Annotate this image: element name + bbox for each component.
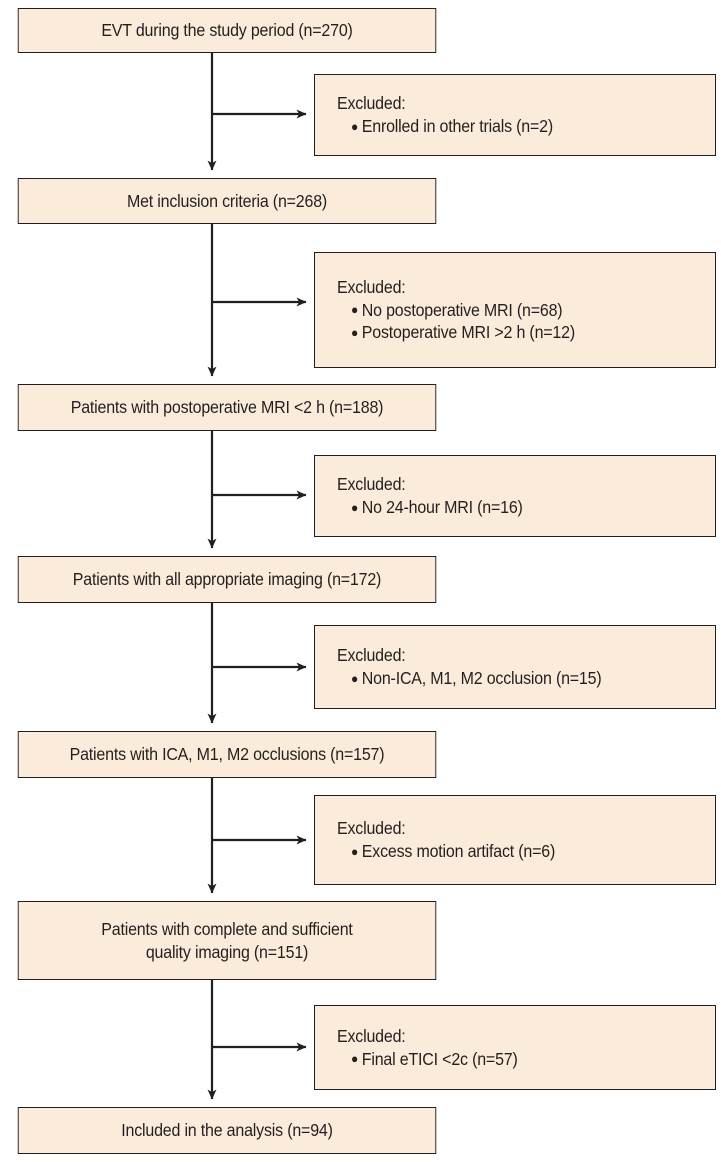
exclusion-title: Excluded: xyxy=(337,645,406,666)
node-label-line2: quality imaging (n=151) xyxy=(145,941,309,962)
bullet-icon: ● xyxy=(350,118,359,134)
exclusion-box-3: Excluded: ●No 24-hour MRI (n=16) xyxy=(314,455,716,537)
node-label: Met inclusion criteria (n=268) xyxy=(126,190,328,211)
node-label: Patients with all appropriate imaging (n… xyxy=(72,569,382,590)
bullet-icon: ● xyxy=(350,843,359,859)
exclusion-title: Excluded: xyxy=(337,818,406,839)
exclusion-item: ●No postoperative MRI (n=68) xyxy=(337,299,717,322)
exclusion-item-label: No postoperative MRI (n=68) xyxy=(361,299,563,320)
node-label: EVT during the study period (n=270) xyxy=(101,20,353,41)
exclusion-item: ●Enrolled in other trials (n=2) xyxy=(337,115,717,138)
bullet-icon: ● xyxy=(350,670,359,686)
exclusion-box-1: Excluded: ●Enrolled in other trials (n=2… xyxy=(314,74,716,156)
node-evt-cohort: EVT during the study period (n=270) xyxy=(17,8,437,53)
exclusion-item-label: Non-ICA, M1, M2 occlusion (n=15) xyxy=(361,668,602,688)
exclusion-box-2: Excluded: ●No postoperative MRI (n=68) ●… xyxy=(314,252,716,368)
node-complete-sufficient-quality: Patients with complete and sufficient qu… xyxy=(17,901,437,980)
node-label: Included in the analysis (n=94) xyxy=(121,1120,333,1141)
exclusion-item: ●Non-ICA, M1, M2 occlusion (n=15) xyxy=(337,667,717,690)
exclusion-title: Excluded: xyxy=(337,93,406,114)
exclusion-box-5: Excluded: ●Excess motion artifact (n=6) xyxy=(314,795,716,885)
node-label: Patients with postoperative MRI <2 h (n=… xyxy=(70,397,384,418)
node-label: Patients with ICA, M1, M2 occlusions (n=… xyxy=(69,744,385,765)
bullet-icon: ● xyxy=(350,302,359,318)
node-ica-m1-m2-occlusions: Patients with ICA, M1, M2 occlusions (n=… xyxy=(17,731,437,778)
exclusion-item: ●Postoperative MRI >2 h (n=12) xyxy=(337,321,717,344)
exclusion-title: Excluded: xyxy=(337,474,406,495)
exclusion-box-4: Excluded: ●Non-ICA, M1, M2 occlusion (n=… xyxy=(314,625,716,709)
exclusion-item-label: Enrolled in other trials (n=2) xyxy=(361,116,554,136)
exclusion-item: ●Excess motion artifact (n=6) xyxy=(337,840,717,863)
exclusion-title: Excluded: xyxy=(337,1025,406,1046)
exclusion-item: ●No 24-hour MRI (n=16) xyxy=(337,496,717,519)
exclusion-item-label: Postoperative MRI >2 h (n=12) xyxy=(361,322,575,343)
exclusion-item-label: No 24-hour MRI (n=16) xyxy=(361,497,523,517)
node-included-in-analysis: Included in the analysis (n=94) xyxy=(17,1107,437,1154)
bullet-icon: ● xyxy=(350,499,359,515)
node-all-appropriate-imaging: Patients with all appropriate imaging (n… xyxy=(17,556,437,603)
node-postop-mri: Patients with postoperative MRI <2 h (n=… xyxy=(17,384,437,431)
bullet-icon: ● xyxy=(350,1051,359,1066)
exclusion-title: Excluded: xyxy=(337,276,406,297)
node-met-inclusion: Met inclusion criteria (n=268) xyxy=(17,178,437,224)
bullet-icon: ● xyxy=(350,324,359,340)
exclusion-item: ●Final eTICI <2c (n=57) xyxy=(337,1048,717,1071)
exclusion-item-label: Final eTICI <2c (n=57) xyxy=(361,1048,518,1069)
exclusion-box-6: Excluded: ●Final eTICI <2c (n=57) xyxy=(314,1005,716,1090)
node-label-line1: Patients with complete and sufficient xyxy=(101,919,353,940)
exclusion-item-label: Excess motion artifact (n=6) xyxy=(361,841,556,861)
